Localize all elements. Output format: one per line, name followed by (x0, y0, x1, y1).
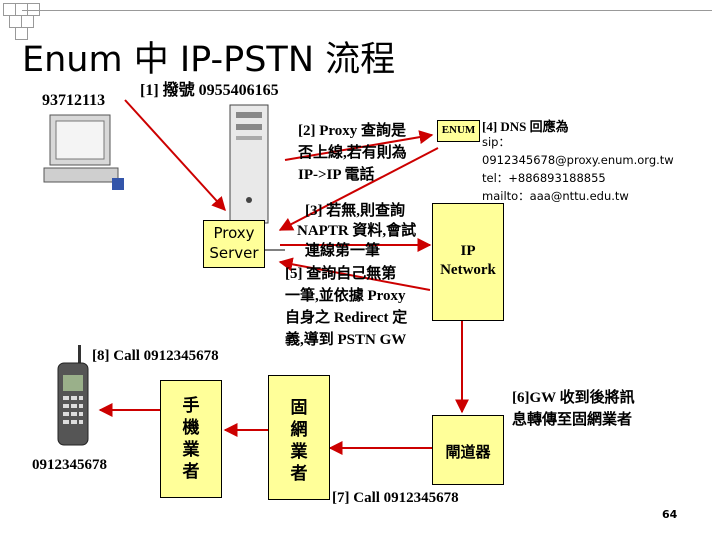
step8-label: [8] Call 0912345678 (92, 348, 219, 364)
gateway-label: 閘道器 (445, 443, 491, 461)
arrow-step2 (284, 130, 434, 161)
step4-line2: sip： (482, 135, 510, 149)
title-rule (22, 10, 712, 11)
step5-line3: 自身之 Redirect 定 (285, 310, 408, 326)
proxy-server-label-line2: Server (209, 244, 259, 262)
step5-line4: 義,導到 PSTN GW (285, 332, 407, 348)
enum-label: ENUM (441, 124, 476, 136)
step7-label: [7] Call 0912345678 (332, 490, 459, 506)
fixed-operator-box (268, 375, 330, 500)
fixed-operator-label: 固 網 業 者 (290, 398, 308, 484)
page-title: Enum 中 IP-PSTN 流程 (22, 40, 396, 80)
step5-line2: 一筆,並依據 Proxy (285, 288, 406, 304)
step2-line2: 否上線,若有則為 (298, 145, 407, 161)
ip-network-label-line2: Network (440, 262, 496, 278)
caller-number: 93712113 (42, 92, 106, 109)
decor-square (15, 27, 28, 40)
step6-line2: 息轉傳至固網業者 (512, 412, 633, 428)
step2-line1: [2] Proxy 查詢是 (298, 123, 407, 139)
ip-network-box (432, 203, 504, 321)
ip-network-label-line1: IP (460, 243, 476, 259)
arrow-step1 (124, 99, 226, 212)
mobile-operator-box (160, 380, 222, 498)
page-number: 64 (662, 508, 678, 521)
proxy-server-label-line1: Proxy (213, 224, 255, 242)
step2-line3: IP->IP 電話 (298, 167, 375, 183)
mobile-operator-label: 手 機 業 者 (182, 396, 200, 482)
step4-line5: mailto：aaa@nttu.edu.tw (482, 189, 629, 203)
step5-line1: [5] 查詢自己無第 (285, 266, 397, 282)
arrow-step5 (278, 257, 431, 291)
mobile-number: 0912345678 (32, 457, 107, 473)
arrow-step4 (278, 147, 439, 231)
step4-line3: 0912345678@proxy.enum.org.tw (482, 153, 674, 167)
step6-line1: [6]GW 收到後將訊 (512, 390, 635, 406)
step3-line3: 連線第一筆 (305, 243, 381, 259)
gateway-box (432, 415, 504, 485)
step4-line1: [4] DNS 回應為 (482, 119, 569, 134)
step1-label: [1] 撥號 0955406165 (140, 82, 279, 99)
step3-line2: NAPTR 資料,會試 (297, 223, 417, 239)
step3-line1: [3] 若無,則查詢 (305, 203, 405, 219)
proxy-server-box (203, 220, 265, 268)
enum-box (437, 120, 480, 142)
step4-line4: tel：+886893188855 (482, 171, 606, 185)
